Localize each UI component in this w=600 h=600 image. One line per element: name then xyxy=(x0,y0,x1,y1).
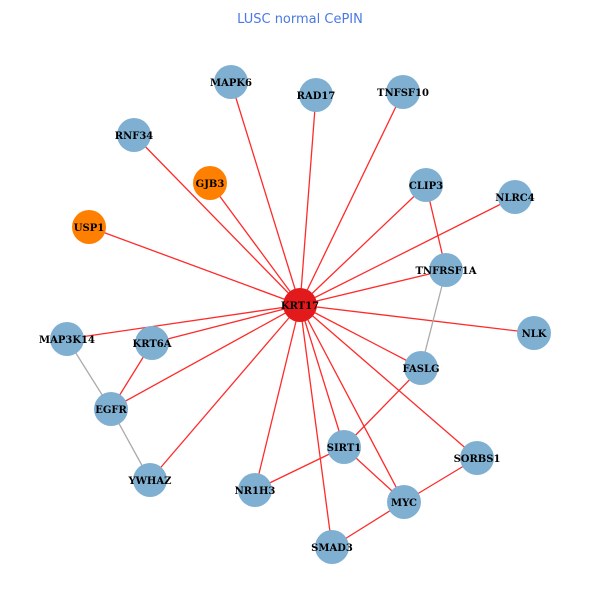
node-label: NLRC4 xyxy=(495,193,534,204)
node-circle xyxy=(133,463,167,497)
node-label: KRT6A xyxy=(133,339,172,350)
edge-krt17-sirt1 xyxy=(299,304,345,448)
node-label: USP1 xyxy=(74,223,104,234)
edge-krt17-sorbs1 xyxy=(299,304,478,459)
node-egfr[interactable]: EGFR xyxy=(94,392,128,426)
chart-title: LUSC normal CePIN xyxy=(237,12,363,27)
node-circle xyxy=(409,168,443,202)
node-label: MAPK6 xyxy=(210,78,252,89)
node-circle xyxy=(117,118,151,152)
node-sirt1[interactable]: SIRT1 xyxy=(327,430,361,464)
node-label: SIRT1 xyxy=(327,443,361,454)
edge-krt17-gjb3 xyxy=(209,182,301,306)
node-rnf34[interactable]: RNF34 xyxy=(115,118,154,152)
node-label: FASLG xyxy=(402,364,439,375)
node-label: TNFRSF1A xyxy=(415,266,476,277)
node-rad17[interactable]: RAD17 xyxy=(297,78,336,112)
node-label: RNF34 xyxy=(115,131,154,142)
node-clip3[interactable]: CLIP3 xyxy=(409,168,443,202)
edge-krt17-faslg xyxy=(299,304,422,369)
edge-krt17-ywhaz xyxy=(149,304,301,481)
node-tnfrsf1a[interactable]: TNFRSF1A xyxy=(415,253,477,287)
node-nlrc4[interactable]: NLRC4 xyxy=(495,180,535,214)
edge-krt17-clip3 xyxy=(299,184,427,306)
node-circle xyxy=(315,530,349,564)
node-circle xyxy=(50,322,84,356)
edge-krt17-myc xyxy=(299,304,405,503)
node-label: SMAD3 xyxy=(311,543,353,554)
node-label: SORBS1 xyxy=(454,454,501,465)
node-usp1[interactable]: USP1 xyxy=(72,210,106,244)
node-map3k14[interactable]: MAP3K14 xyxy=(39,322,95,356)
edge-krt17-nlk xyxy=(299,304,535,334)
node-label: EGFR xyxy=(95,405,127,416)
node-circle xyxy=(460,441,494,475)
node-ywhaz[interactable]: YWHAZ xyxy=(128,463,172,497)
node-label: NLK xyxy=(522,329,547,340)
edge-krt17-mapk6 xyxy=(230,81,301,306)
edge-krt17-rnf34 xyxy=(133,134,301,306)
node-mapk6[interactable]: MAPK6 xyxy=(210,65,252,99)
node-faslg[interactable]: FASLG xyxy=(402,351,440,385)
node-circle xyxy=(404,351,438,385)
node-circle xyxy=(299,78,333,112)
edge-krt17-nlrc4 xyxy=(299,196,516,306)
node-circle xyxy=(283,288,317,322)
node-label: CLIP3 xyxy=(409,181,443,192)
edge-krt17-smad3 xyxy=(299,304,333,548)
edge-krt17-rad17 xyxy=(299,94,317,306)
node-krt6a[interactable]: KRT6A xyxy=(133,326,172,360)
node-label: TNFSF10 xyxy=(377,88,429,99)
node-circle xyxy=(498,180,532,214)
node-circle xyxy=(72,210,106,244)
node-gjb3[interactable]: GJB3 xyxy=(193,166,227,200)
edge-faslg-sirt1 xyxy=(343,367,422,448)
node-circle xyxy=(214,65,248,99)
node-circle xyxy=(429,253,463,287)
edge-krt17-nr1h3 xyxy=(254,304,301,491)
node-krt17[interactable]: KRT17 xyxy=(281,288,319,322)
edge-krt17-egfr xyxy=(110,304,301,410)
node-label: YWHAZ xyxy=(128,476,172,487)
node-circle xyxy=(135,326,169,360)
edge-krt17-usp1 xyxy=(88,226,301,306)
node-smad3[interactable]: SMAD3 xyxy=(311,530,353,564)
node-circle xyxy=(327,430,361,464)
node-label: KRT17 xyxy=(281,301,319,312)
node-circle xyxy=(193,166,227,200)
node-label: MYC xyxy=(391,498,417,509)
edge-krt17-tnfrsf1a xyxy=(299,269,447,306)
node-label: GJB3 xyxy=(196,179,225,190)
edge-krt17-tnfsf10 xyxy=(299,91,404,306)
node-nr1h3[interactable]: NR1H3 xyxy=(235,473,276,507)
node-tnfsf10[interactable]: TNFSF10 xyxy=(377,75,429,109)
node-circle xyxy=(386,75,420,109)
edge-krt17-map3k14 xyxy=(66,304,301,340)
node-label: MAP3K14 xyxy=(39,335,95,346)
node-nlk[interactable]: NLK xyxy=(517,316,551,350)
node-circle xyxy=(238,473,272,507)
node-circle xyxy=(94,392,128,426)
node-myc[interactable]: MYC xyxy=(387,485,421,519)
node-circle xyxy=(387,485,421,519)
edge-krt17-krt6a xyxy=(151,304,301,344)
node-label: NR1H3 xyxy=(235,486,276,497)
node-circle xyxy=(517,316,551,350)
node-sorbs1[interactable]: SORBS1 xyxy=(454,441,501,475)
node-label: RAD17 xyxy=(297,91,336,102)
